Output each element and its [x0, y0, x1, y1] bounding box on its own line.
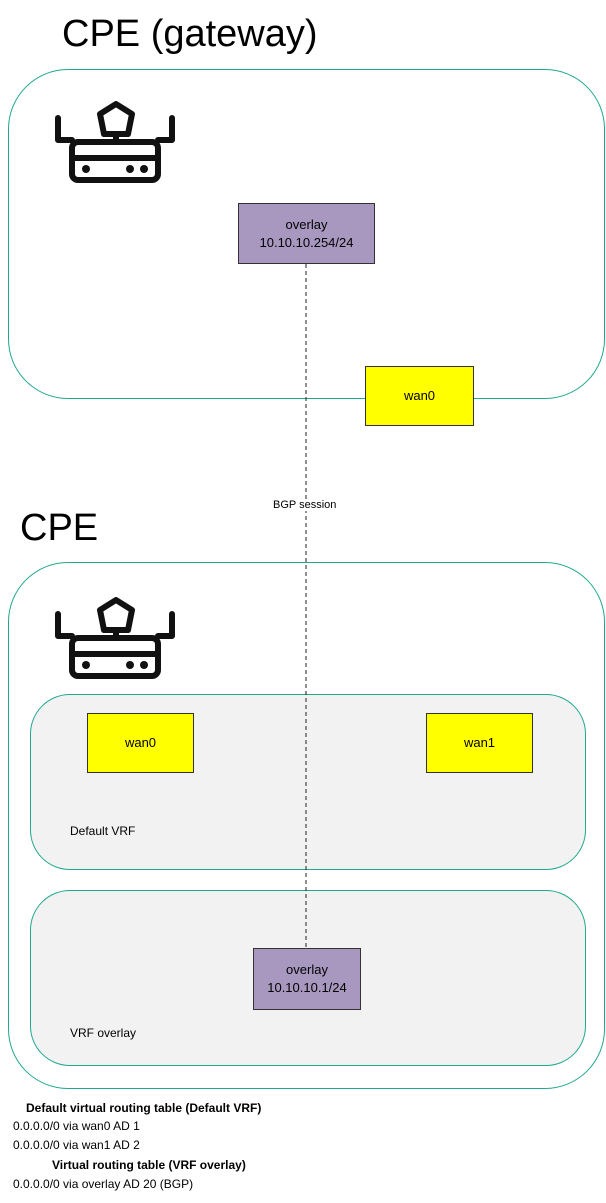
default-routing-heading: Default virtual routing table (Default V… [26, 1101, 262, 1115]
default-route-1: 0.0.0.0/0 via wan0 AD 1 [13, 1119, 140, 1133]
gateway-wan0-interface: wan0 [365, 366, 474, 426]
gateway-title: CPE (gateway) [62, 13, 318, 55]
cpe-overlay-interface: overlay 10.10.10.1/24 [253, 948, 361, 1010]
router-icon [55, 597, 175, 679]
default-route-2: 0.0.0.0/0 via wan1 AD 2 [13, 1138, 140, 1152]
gateway-overlay-interface: overlay 10.10.10.254/24 [238, 203, 375, 264]
overlay-route-1: 0.0.0.0/0 via overlay AD 20 (BGP) [13, 1177, 194, 1191]
cpe-title: CPE [20, 507, 99, 549]
cpe-wan0-interface: wan0 [87, 713, 194, 773]
cpe-overlay-address: 10.10.10.1/24 [267, 980, 347, 995]
bgp-session-line [305, 264, 307, 948]
router-icon [55, 101, 175, 183]
cpe-wan0-label: wan0 [124, 735, 157, 750]
cpe-wan1-label: wan1 [463, 735, 496, 750]
overlay-routing-heading: Virtual routing table (VRF overlay) [52, 1158, 246, 1172]
gateway-overlay-name: overlay [285, 216, 328, 232]
bgp-session-label: BGP session [270, 499, 340, 511]
gateway-overlay-address: 10.10.10.254/24 [259, 234, 354, 250]
cpe-wan1-interface: wan1 [426, 713, 533, 773]
cpe-overlay-name: overlay [286, 962, 328, 977]
default-vrf-label: Default VRF [70, 824, 136, 838]
gateway-wan0-label: wan0 [403, 388, 436, 403]
overlay-vrf-label: VRF overlay [70, 1026, 137, 1040]
